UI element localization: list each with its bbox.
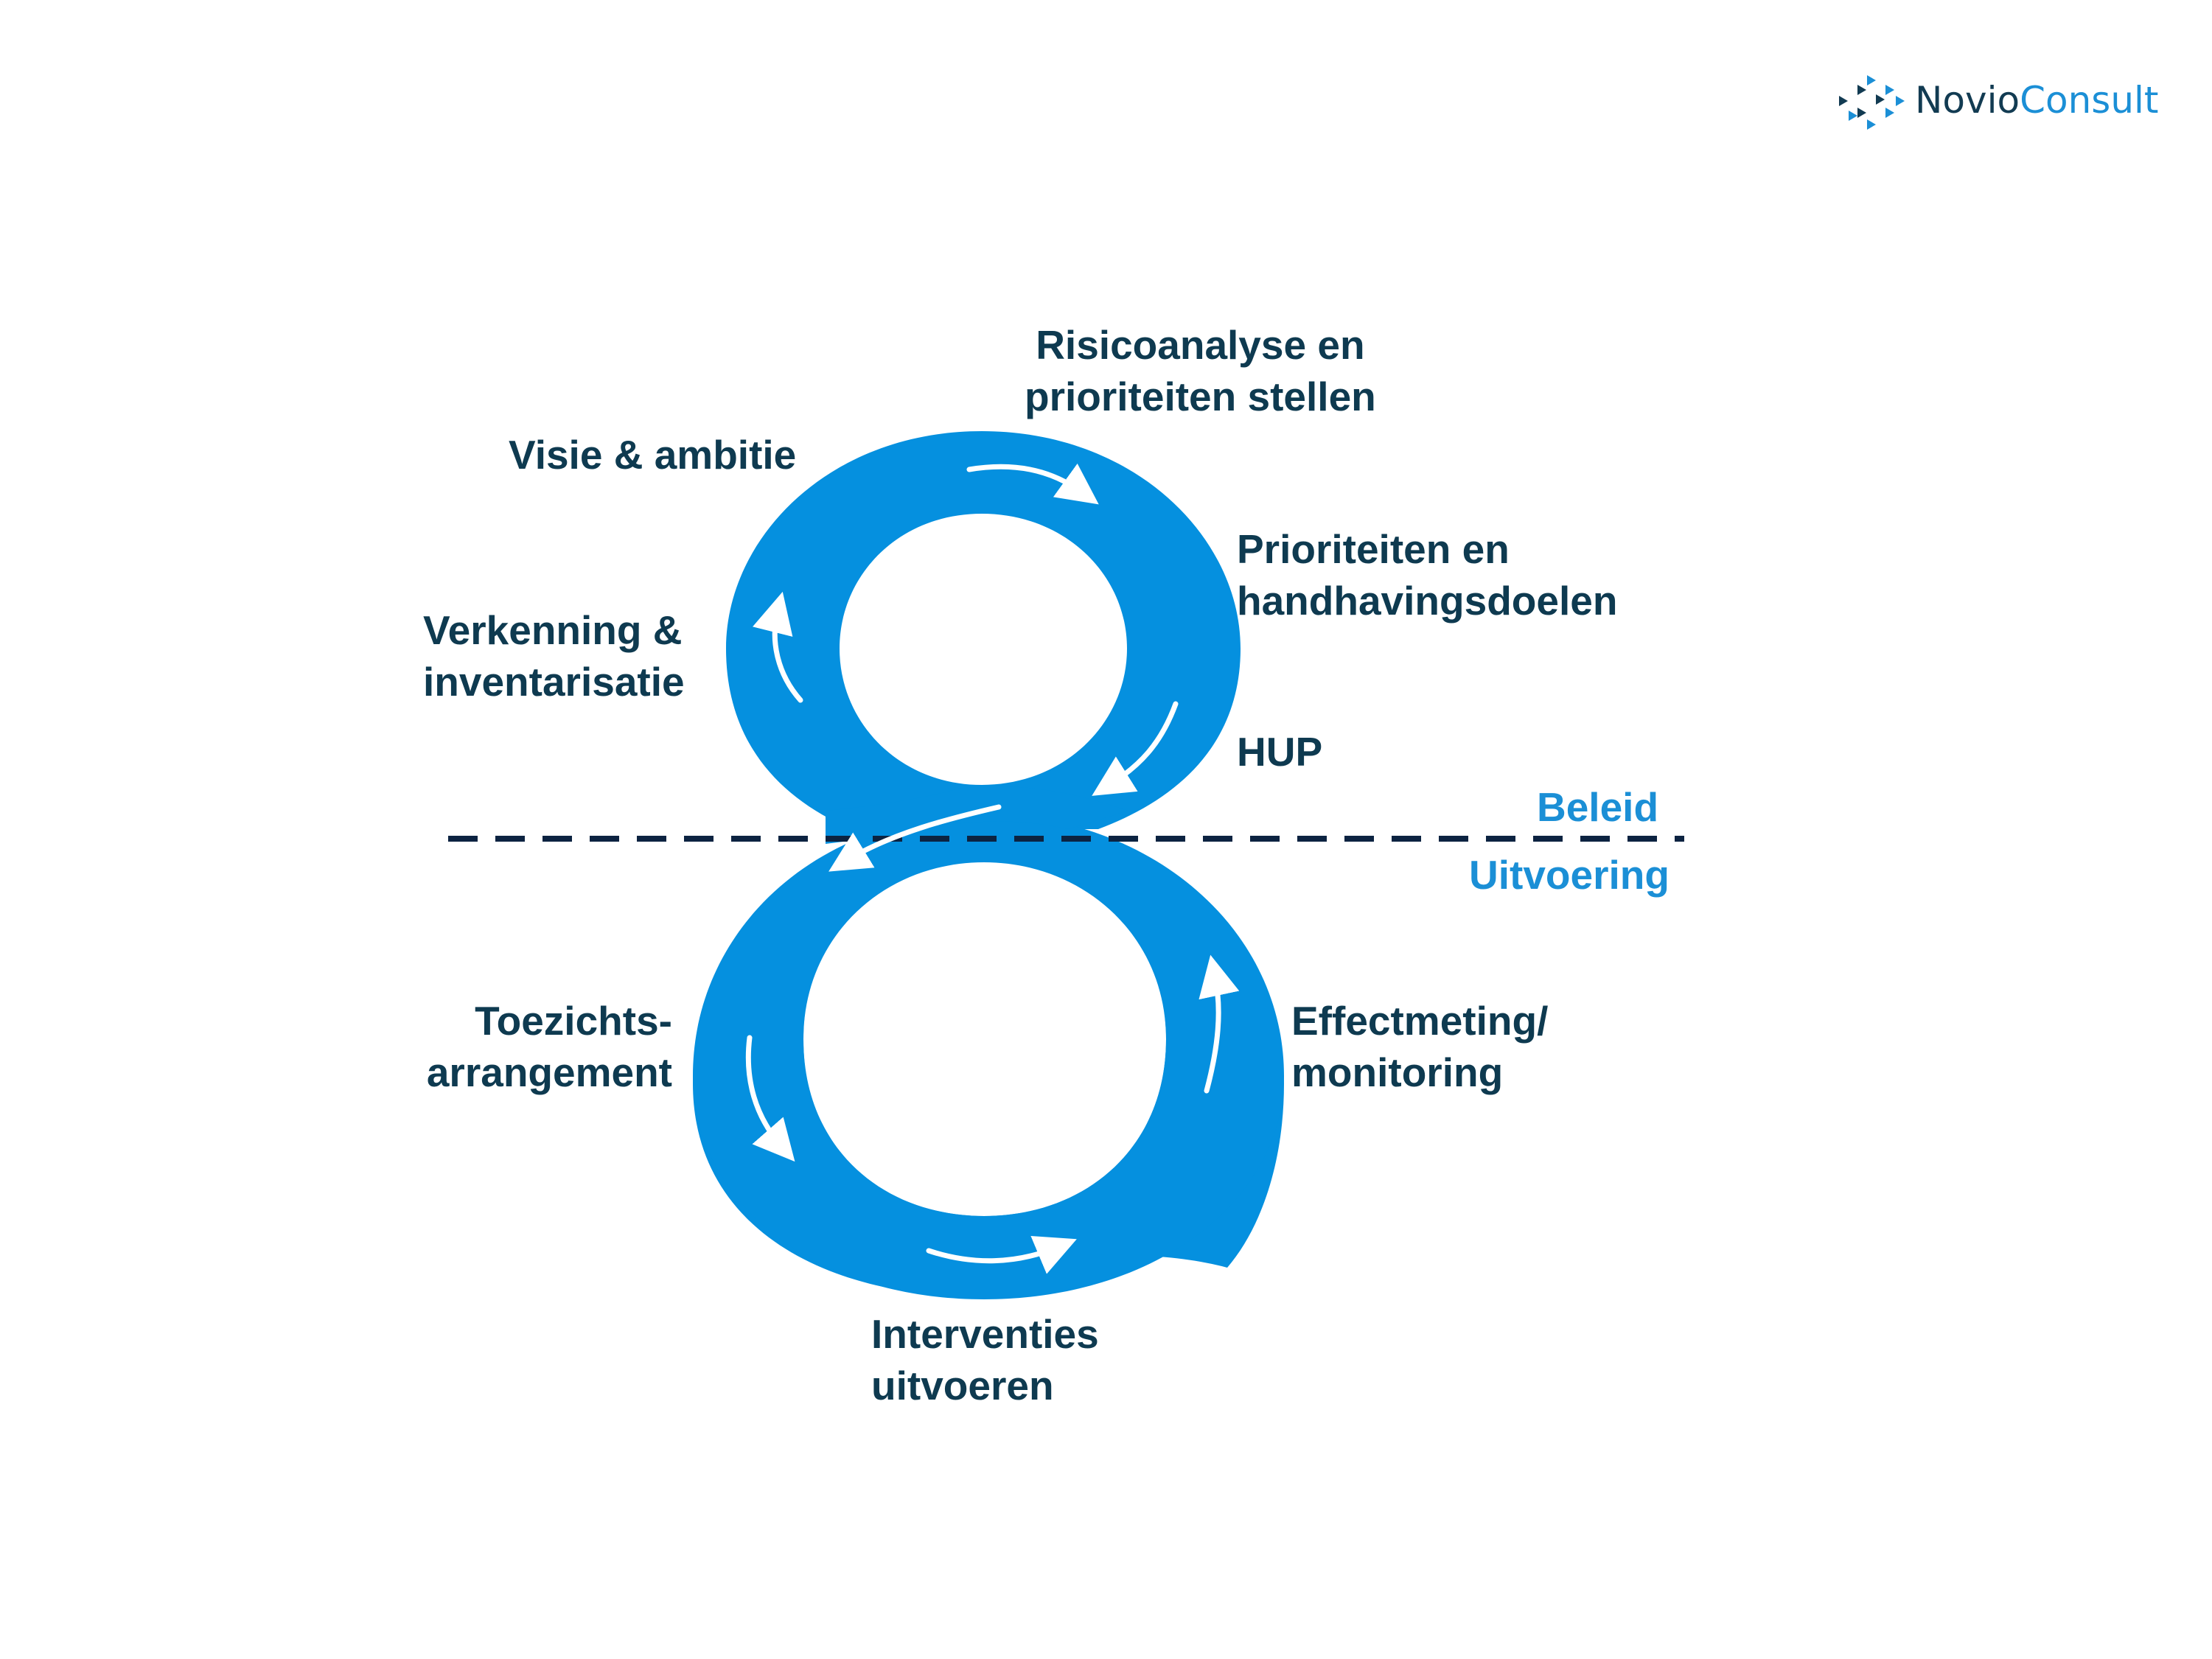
flow-arrow-bottom xyxy=(926,1235,1077,1274)
phase-label-beleid: Beleid xyxy=(1537,784,1659,830)
label-risicoanalyse: Risicoanalyse en prioriteiten stellen xyxy=(1025,322,1376,419)
crossing-band xyxy=(826,786,1128,844)
label-interventies: Interventies uitvoeren xyxy=(871,1311,1099,1408)
label-visie-ambitie: Visie & ambitie xyxy=(509,432,797,478)
label-toezichtsarrangement: Toezichts- arrangement xyxy=(426,998,672,1095)
flow-arrow-left-top xyxy=(753,591,803,703)
label-prioriteiten: Prioriteiten en handhavingsdoelen xyxy=(1237,526,1618,624)
flow-arrow-left-bottom xyxy=(745,1035,795,1162)
label-verkenning: Verkenning & inventarisatie xyxy=(423,607,685,705)
network-arrows-icon xyxy=(1839,75,1905,130)
flow-arrow-crossing xyxy=(828,804,1002,872)
label-hup: HUP xyxy=(1237,729,1323,775)
novioconsult-logo: NovioConsult xyxy=(1835,74,2159,133)
label-effectmeting: Effectmeting/ monitoring xyxy=(1291,998,1549,1095)
flow-arrow-right-bottom xyxy=(1199,954,1240,1094)
flow-arrow-top xyxy=(966,463,1099,505)
flow-arrow-top-right xyxy=(1092,701,1179,796)
bottom-loop-fill xyxy=(693,814,1284,1299)
logo-wordmark: NovioConsult xyxy=(1915,79,2159,122)
phase-label-uitvoering: Uitvoering xyxy=(1469,852,1670,898)
top-loop xyxy=(726,431,1241,829)
